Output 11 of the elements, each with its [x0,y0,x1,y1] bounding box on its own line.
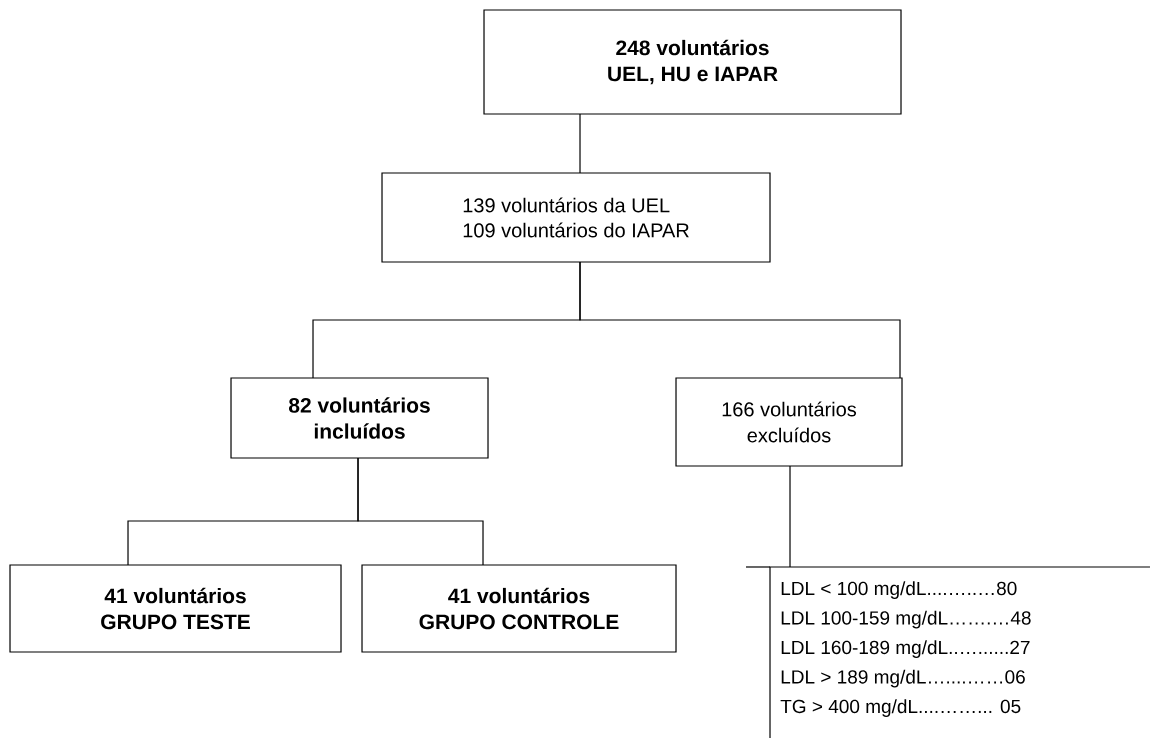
exclusion-list: LDL < 100 mg/dL....…..…80 LDL 100-159 mg/dL…….…48 LDL 160-189 mg/dL..…......27 LDL > 189 mg/dL…....……06 TG > 400 mg/dL....……... 05 [745,566,1150,738]
process-box: 166 voluntários excluídos [675,377,903,467]
process-box: 139 voluntários da UEL 109 voluntários do IAPAR [381,172,771,263]
process-box: 41 voluntários GRUPO CONTROLE [361,564,677,653]
process-box: 41 voluntários GRUPO TESTE [9,564,342,653]
connector-line [579,113,581,174]
process-box: 82 voluntários incluídos [230,377,489,459]
process-box: 248 voluntários UEL, HU e IAPAR [483,9,902,115]
connector-line [579,261,901,379]
connector-line [789,465,791,568]
connector-line [357,457,484,566]
